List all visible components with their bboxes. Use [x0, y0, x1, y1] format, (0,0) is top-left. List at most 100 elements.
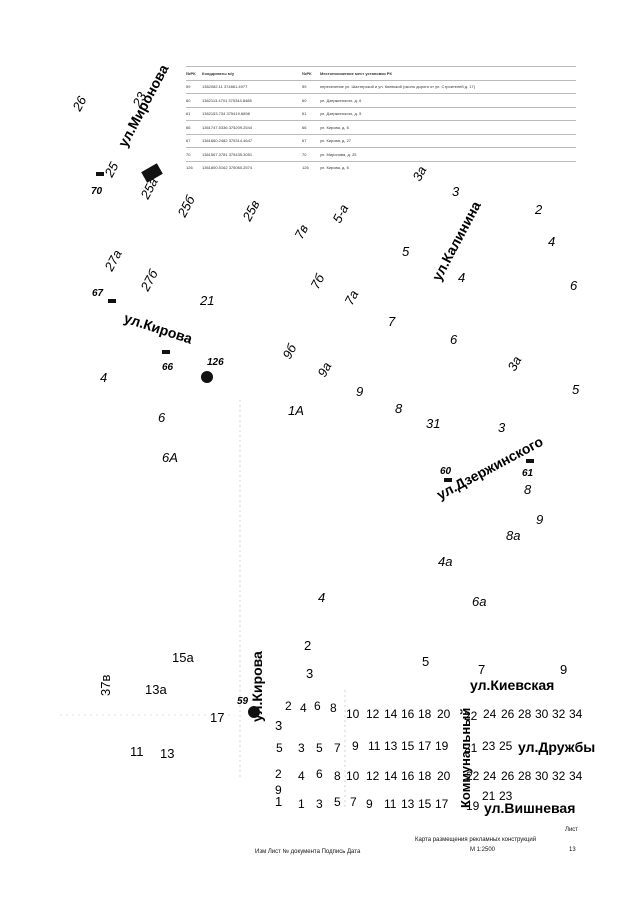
- street-label-druzhby: ул.Дружбы: [518, 739, 595, 755]
- table-cell: 1362113.4701 375344.8488: [202, 97, 252, 103]
- marker-label: 70: [91, 186, 103, 197]
- house-number: 2: [534, 202, 543, 217]
- house-number: 15: [418, 797, 432, 811]
- house-number: 32: [552, 707, 566, 721]
- house-number: 14: [384, 707, 398, 721]
- house-number: 5: [572, 382, 580, 397]
- table-header: Местоположение мест установки РК: [320, 70, 392, 76]
- house-number: 7в: [291, 222, 311, 242]
- house-number: 24: [483, 769, 497, 783]
- table-cell: 59: [186, 84, 191, 90]
- table-cell: ул. Дзержинского, д. 5: [320, 111, 362, 117]
- table-header: Координаты м/у: [202, 70, 235, 76]
- house-number: 12: [366, 769, 380, 783]
- house-number: 1: [298, 797, 305, 811]
- house-number: 20: [437, 769, 451, 783]
- table-header-row: №РК Координаты м/у №РК Местоположение ме…: [186, 66, 576, 80]
- table-cell: 59: [302, 84, 307, 90]
- marker-icon: [444, 478, 452, 482]
- house-number: 6: [450, 332, 458, 347]
- table-cell: ул. Дзержинского, д. 6: [320, 97, 362, 103]
- house-number: 6: [314, 699, 321, 713]
- house-number: 13а: [145, 682, 167, 697]
- house-number: 2: [304, 638, 311, 653]
- marker-icon: [201, 371, 213, 383]
- house-number: 11: [384, 797, 397, 811]
- house-numbers-lower: 2 3 5 7 9 15а 13а 11 13 37в 17 3 1: [98, 638, 567, 809]
- house-number: 5: [334, 795, 341, 809]
- house-number: 3: [452, 184, 460, 199]
- stamp-columns: Изм Лист № документа Подпись Дата: [255, 849, 361, 855]
- marker-label: 126: [207, 357, 224, 368]
- house-number: 18: [418, 769, 432, 783]
- house-number: 23: [482, 739, 496, 753]
- table-header: №РК: [302, 70, 312, 76]
- house-number: 23: [499, 789, 513, 803]
- house-number: 5: [422, 654, 429, 669]
- house-number: 9: [560, 662, 567, 677]
- house-number: 9: [356, 384, 363, 399]
- house-number: 4: [458, 270, 465, 285]
- house-number: 11: [368, 739, 381, 753]
- house-number: 9: [275, 783, 282, 797]
- house-number: 34: [569, 707, 583, 721]
- marker-label: 67: [92, 288, 104, 299]
- house-number: 3: [298, 741, 305, 755]
- street-label-kievskaya: ул.Киевская: [470, 677, 554, 693]
- house-number: 5: [316, 741, 323, 755]
- house-number: 19: [466, 799, 480, 813]
- table-cell: 67: [186, 138, 191, 144]
- house-number: 32: [552, 769, 566, 783]
- house-number: 5-а: [329, 202, 351, 226]
- house-number: 26: [501, 769, 515, 783]
- table-header: №РК: [186, 70, 196, 76]
- house-number: 3а: [409, 164, 429, 184]
- table-cell: 1361567.3781 375435.3051: [202, 151, 253, 157]
- house-number: 3: [275, 718, 282, 733]
- house-number: 9: [536, 512, 543, 527]
- house-number: 28: [518, 707, 532, 721]
- house-numbers: 26 23 25 25б 25а 25в 27а 27б 21 4 6 6А 3…: [69, 89, 580, 609]
- marker-label: 61: [522, 468, 534, 479]
- street-label-kalinina: ул.Калинина: [429, 198, 484, 283]
- house-number: 13: [384, 739, 398, 753]
- table-cell: 60: [186, 97, 191, 103]
- table-cell: ул. Кирова, д. 6: [320, 165, 349, 171]
- table-cell: ул. Кирова, д. 27: [320, 138, 352, 144]
- house-number: 12: [366, 707, 380, 721]
- document-title: Карта размещения рекламных конструкций: [415, 837, 537, 843]
- marker-icon: [526, 459, 534, 463]
- house-number: 6: [570, 278, 578, 293]
- house-row-2: 5 3 5 7 9 11 13 15 17 19 21 23 25: [276, 739, 513, 755]
- house-number: 7а: [341, 288, 361, 308]
- table-cell: 126: [186, 165, 193, 171]
- street-label-vishnevaya: ул.Вишневая: [484, 800, 575, 816]
- house-number: 3а: [504, 354, 524, 374]
- marker-label: 66: [162, 362, 174, 373]
- house-number: 16: [401, 769, 415, 783]
- house-number: 24: [483, 707, 497, 721]
- house-number: 2: [275, 767, 282, 781]
- house-number: 25в: [239, 197, 263, 224]
- sheet-number: 13: [569, 847, 576, 853]
- house-number: 7: [350, 795, 357, 809]
- house-number: 2: [285, 699, 292, 713]
- scale-label: М 1:2500: [470, 847, 496, 853]
- house-number: 15: [401, 739, 415, 753]
- table-cell: ул. Миронова, д. 25: [320, 151, 357, 157]
- house-number: 4а: [438, 554, 452, 569]
- house-number: 30: [535, 769, 549, 783]
- house-number: 8: [524, 482, 532, 497]
- house-number: 10: [346, 769, 360, 783]
- house-number: 22: [466, 769, 480, 783]
- house-number: 21: [464, 741, 478, 755]
- house-number: 4: [100, 370, 107, 385]
- house-number: 14: [384, 769, 398, 783]
- marker-icon: [96, 172, 104, 176]
- house-row-1: 2 4 6 8 10 12 14 16 18 20 22 24 26 28 30…: [285, 699, 583, 723]
- house-number: 28: [518, 769, 532, 783]
